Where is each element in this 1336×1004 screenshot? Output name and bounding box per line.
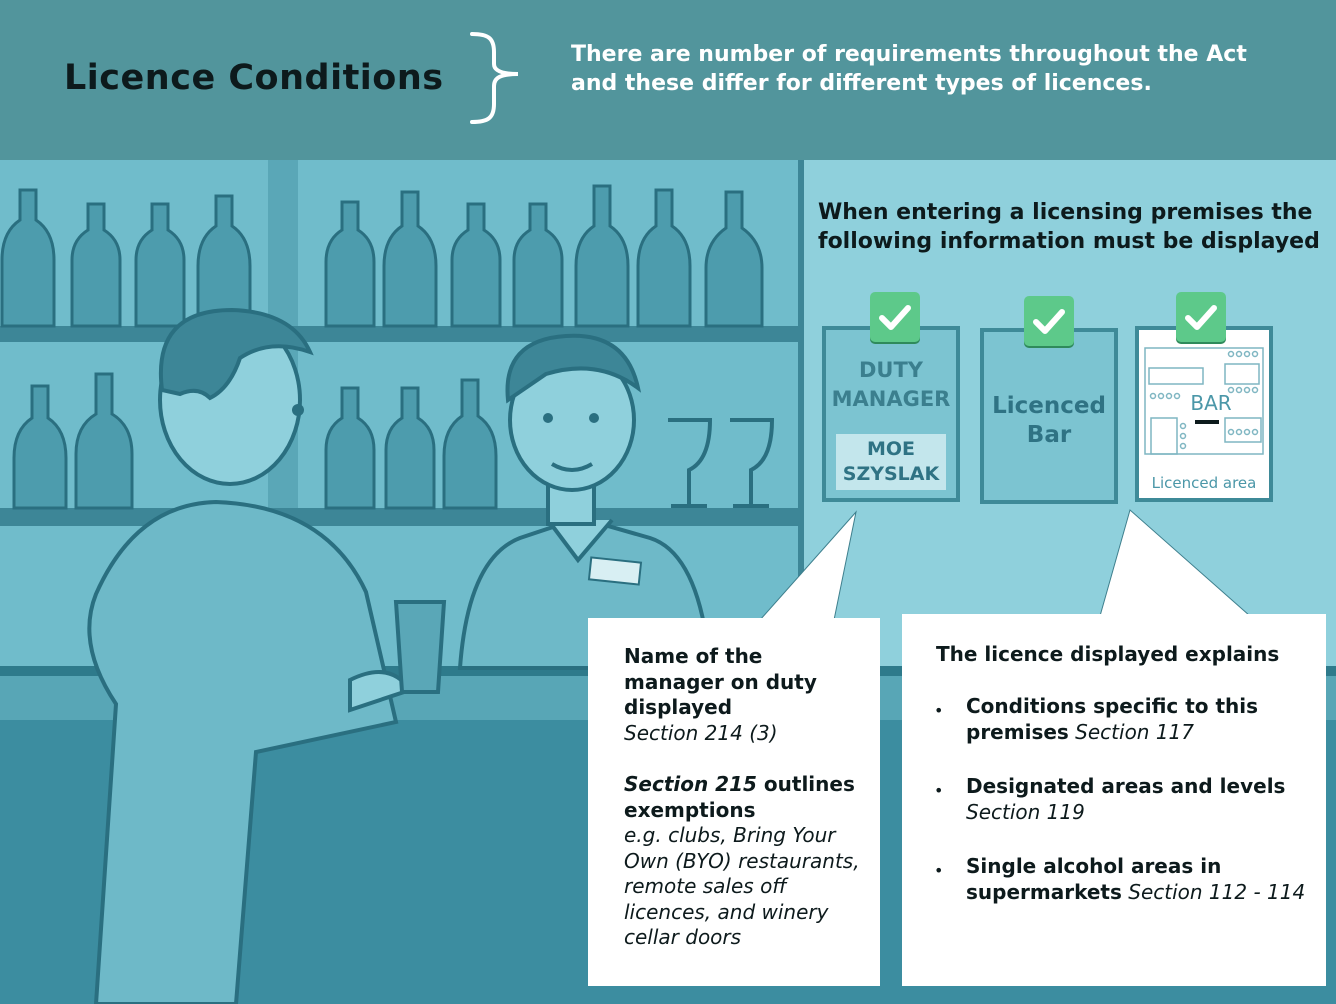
check-icon	[870, 292, 920, 342]
bottles-top	[0, 184, 764, 328]
header-banner: Licence Conditions There are number of r…	[0, 0, 1336, 160]
check-icon	[1024, 296, 1074, 346]
exemptions-heading: Section 215 outlines exemptions	[624, 772, 855, 822]
curly-brace-icon	[470, 32, 519, 124]
licence-bubble: The licence displayed explains • Conditi…	[902, 614, 1326, 986]
list-item: Conditions specific to this premises Sec…	[966, 694, 1259, 744]
duty-manager-section: Section 214 (3)	[624, 720, 778, 745]
floor-plan-icon: BAR	[1144, 347, 1264, 455]
duty-manager-sign: DUTY MANAGER MOE SZYSLAK	[822, 326, 960, 502]
exemptions-examples: e.g. clubs, Bring Your Own (BYO) restaur…	[624, 823, 860, 949]
floor-plan-bar-label: BAR	[1190, 391, 1231, 415]
floor-plan-sign: BAR Licenced area	[1135, 326, 1273, 502]
duty-manager-heading: Name of the manager on duty displayed	[624, 644, 817, 719]
list-item: Designated areas and levels Section 119	[966, 774, 1286, 824]
bullet-icon: •	[934, 781, 944, 800]
wine-glasses	[668, 418, 775, 508]
duty-manager-name: MOE SZYSLAK	[836, 434, 946, 490]
bottles-lower	[12, 372, 498, 510]
licence-heading: The licence displayed explains	[936, 642, 1280, 666]
intro-text: There are number of requirements through…	[571, 42, 1247, 96]
page-title: Licence Conditions	[64, 58, 444, 98]
licenced-bar-label: Licenced Bar	[992, 393, 1106, 448]
list-item: Single alcohol areas in supermarkets Sec…	[966, 854, 1306, 904]
premises-heading: When entering a licensing premises the f…	[818, 200, 1320, 254]
duty-manager-title: DUTY MANAGER	[831, 358, 951, 411]
customer-figure	[87, 307, 447, 1004]
bullet-icon: •	[934, 701, 944, 720]
check-icon	[1176, 292, 1226, 342]
floor-plan-caption: Licenced area	[1151, 474, 1257, 492]
bullet-icon: •	[934, 861, 944, 880]
duty-manager-bubble: Name of the manager on duty displayed Se…	[588, 618, 880, 986]
